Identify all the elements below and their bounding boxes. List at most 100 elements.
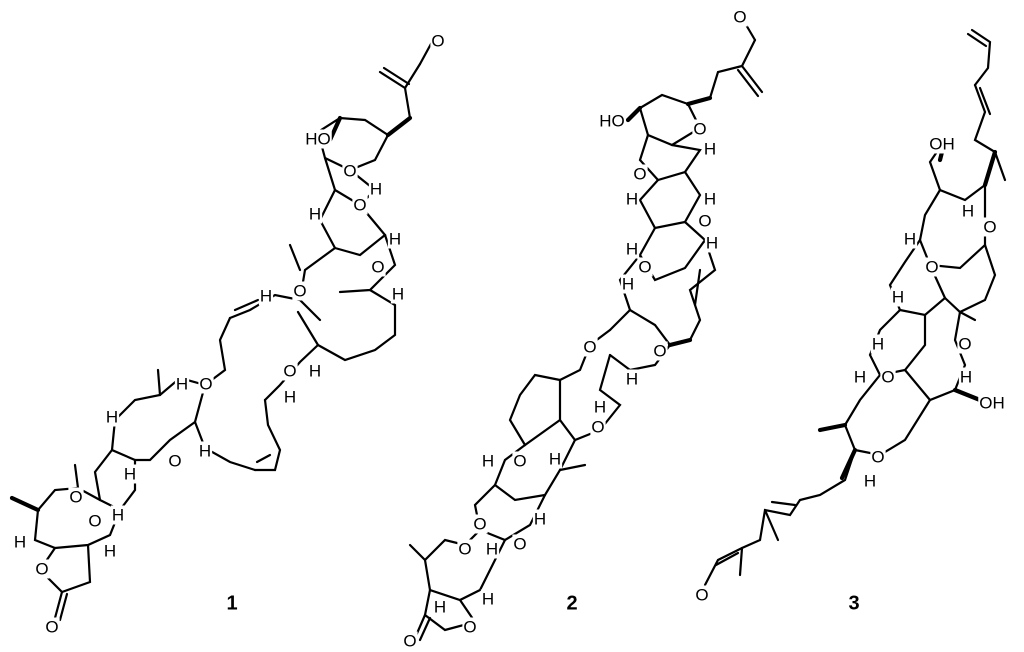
atom-label-background xyxy=(598,111,626,131)
molecule-3-bonds xyxy=(703,28,1007,587)
atom-label-background xyxy=(624,369,640,389)
atom-label-background xyxy=(958,367,974,387)
atom-label-background xyxy=(402,631,418,651)
atom-oxygen: O xyxy=(693,119,706,138)
atom-hydrogen: H xyxy=(872,334,884,353)
atom-label-background xyxy=(480,451,496,471)
atom-label-background xyxy=(592,397,608,417)
compound-label-1: 1 xyxy=(226,592,237,614)
atom-label-background xyxy=(122,464,138,484)
atom-label-background xyxy=(978,393,1006,413)
atom-label-background xyxy=(174,374,190,394)
atom-label-background xyxy=(960,201,976,221)
atom-label-background xyxy=(694,585,710,605)
atom-label-background xyxy=(87,511,103,531)
atom-oxygen: O xyxy=(638,257,651,276)
atom-label-background xyxy=(432,597,448,617)
atom-oxygen: O xyxy=(473,514,486,533)
atom-oxygen: O xyxy=(403,631,416,650)
atom-hydrogen: H xyxy=(854,367,866,386)
atom-label-background xyxy=(924,257,940,277)
atom-oxygen: O xyxy=(633,164,646,183)
atom-label-background xyxy=(457,539,473,559)
atom-hydrogen: H xyxy=(124,464,136,483)
atom-hydrogen: H xyxy=(892,287,904,306)
atom-oxygen: O xyxy=(371,257,384,276)
molecule-3: OH H O H O H O H H O H OH O H O 3 xyxy=(694,28,1007,614)
atom-oxygen: O xyxy=(463,617,476,636)
atom-hydrogen: H xyxy=(622,274,634,293)
atom-label-background xyxy=(110,505,126,525)
atom-label-background xyxy=(902,229,918,249)
atom-oxygen: O xyxy=(199,374,212,393)
atom-hydrogen: H xyxy=(486,539,498,558)
atom-label-background xyxy=(880,367,896,387)
atom-hydrogen: H xyxy=(112,505,124,524)
molecule-1-atoms: O HO O O H H H O H O H H O O H H H O H H… xyxy=(12,31,446,637)
atom-hydrogen: H xyxy=(309,204,321,223)
atom-oxygen: O xyxy=(353,195,366,214)
molecule-3-atoms: OH H O H O H O H H O H OH O H O xyxy=(694,134,1006,605)
atom-oxygen: O xyxy=(35,559,48,578)
atom-label-background xyxy=(68,487,84,507)
atom-oxygen: O xyxy=(293,281,306,300)
atom-label-background xyxy=(197,441,213,461)
atom-label-background xyxy=(430,31,446,51)
atom-hydrogen: H xyxy=(960,367,972,386)
atom-label-background xyxy=(167,451,183,471)
atom-hydrogen: H xyxy=(389,229,401,248)
atom-label-background xyxy=(304,129,332,149)
atom-label-background xyxy=(370,257,386,277)
molecule-2: O HO O H O H H O H H O H O O H H O O H H… xyxy=(402,7,764,651)
atom-oxygen: O xyxy=(431,31,444,50)
atom-hydrogen: H xyxy=(594,397,606,416)
atom-oxygen: O xyxy=(653,341,666,360)
atom-oxygen: O xyxy=(168,451,181,470)
atom-oxygen: O xyxy=(881,367,894,386)
atom-label-background xyxy=(702,139,718,159)
atom-label-background xyxy=(44,617,60,637)
atom-label-background xyxy=(512,534,528,554)
atom-hydrogen: H xyxy=(104,541,116,560)
atom-hydrogen: H xyxy=(176,374,188,393)
atom-label-background xyxy=(590,417,606,437)
atom-label-background xyxy=(484,539,500,559)
atom-label-background xyxy=(697,211,713,231)
atom-label-background xyxy=(352,195,368,215)
atom-hydroxyl: HO xyxy=(599,111,625,130)
atom-label-background xyxy=(307,204,323,224)
atom-label-background xyxy=(387,229,403,249)
atom-hydroxyl: HO xyxy=(305,129,331,148)
atom-hydrogen: H xyxy=(549,449,561,468)
atom-label-background xyxy=(342,161,358,181)
atom-label-background xyxy=(282,387,298,407)
atom-hydrogen: H xyxy=(704,139,716,158)
atom-oxygen: O xyxy=(733,7,746,26)
atom-oxygen: O xyxy=(983,217,996,236)
atom-oxygen: O xyxy=(871,447,884,466)
atom-oxygen: O xyxy=(45,617,58,636)
atom-label-background xyxy=(957,334,973,354)
atom-oxygen: O xyxy=(695,585,708,604)
atom-label-background xyxy=(472,514,488,534)
atom-label-background xyxy=(198,374,214,394)
atom-label-background xyxy=(870,447,886,467)
compound-label-2: 2 xyxy=(566,592,577,614)
compound-label-3: 3 xyxy=(848,592,859,614)
molecule-2-atoms: O HO O H O H H O H H O H O O H H O O H H… xyxy=(402,7,748,651)
atom-hydrogen: H xyxy=(392,284,404,303)
atom-oxygen: O xyxy=(513,451,526,470)
atom-oxygen: O xyxy=(88,511,101,530)
atom-oxygen: O xyxy=(591,417,604,436)
atom-label-background xyxy=(462,617,478,637)
atom-hydrogen: H xyxy=(706,233,718,252)
atom-hydrogen: H xyxy=(704,189,716,208)
atom-label-background xyxy=(704,233,720,253)
atom-oxygen: O xyxy=(583,337,596,356)
atom-label-background xyxy=(732,7,748,27)
atom-hydrogen: H xyxy=(482,451,494,470)
atom-oxygen: O xyxy=(458,539,471,558)
atom-hydrogen: H xyxy=(14,532,26,551)
atom-label-background xyxy=(12,532,28,552)
atom-hydrogen: H xyxy=(626,189,638,208)
